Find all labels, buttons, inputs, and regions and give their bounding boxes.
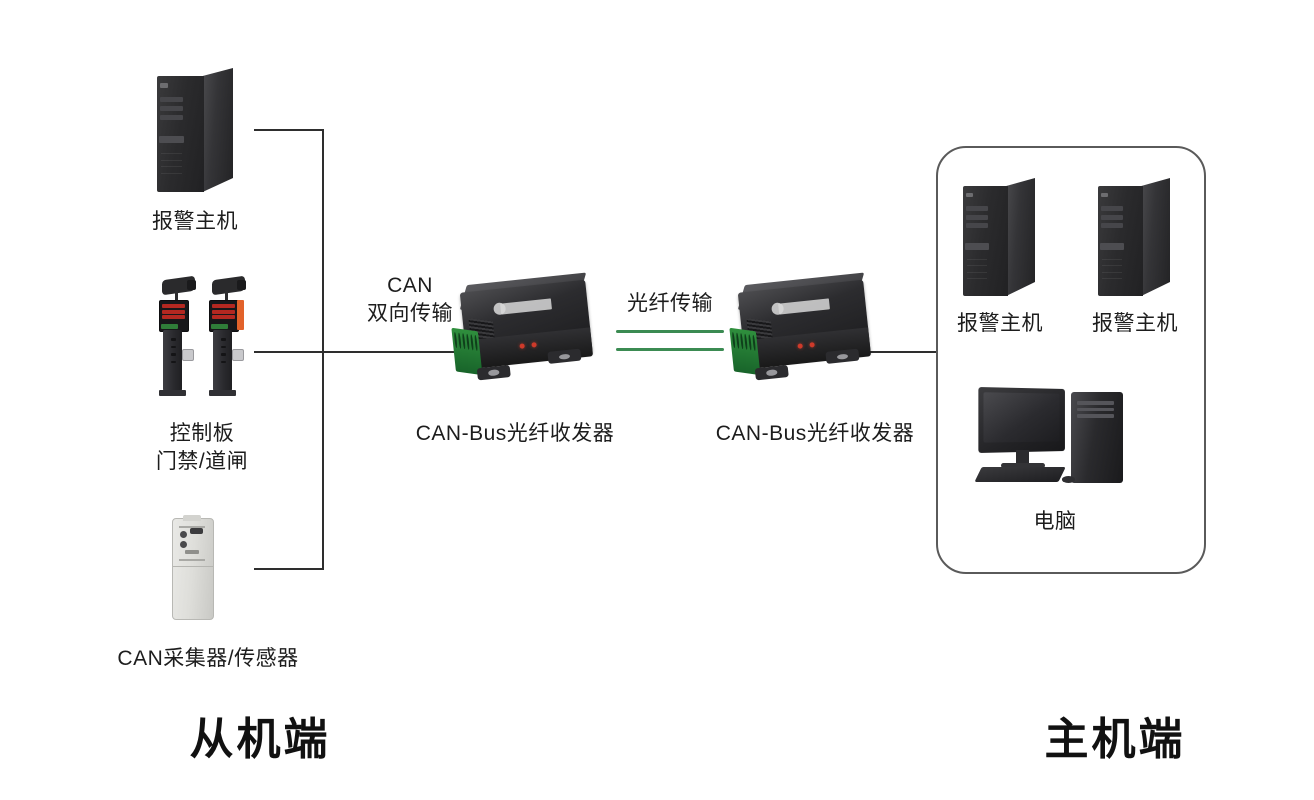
host-side-group-box: [936, 146, 1206, 574]
can-sensor-icon: [172, 515, 214, 620]
host-alarm-host-1-icon: [963, 178, 1035, 296]
bus-trunk-line: [322, 129, 324, 570]
gate-control-label: 控制板 门禁/道闸: [155, 422, 249, 473]
host-alarm-host-2-label: 报警主机: [1092, 312, 1178, 335]
transceiver-left-label: CAN-Bus光纤收发器: [415, 422, 615, 445]
transceiver-right-label: CAN-Bus光纤收发器: [715, 422, 915, 445]
host-link-line: [862, 351, 938, 353]
transceiver-right-icon: [725, 267, 886, 392]
slave-alarm-host-icon: [157, 68, 233, 192]
transceiver-left-icon: [447, 267, 608, 392]
host-computer-icon: [974, 386, 1123, 498]
can-link-line: [322, 351, 470, 353]
can-sensor-label: CAN采集器/传感器: [117, 647, 299, 670]
gate-terminal-left-icon: [155, 275, 199, 396]
fiber-line-lower: [616, 348, 724, 351]
gate-terminal-right-icon: [205, 275, 249, 396]
host-alarm-host-2-icon: [1098, 178, 1170, 296]
bus-stub-alarm-host: [254, 129, 324, 131]
fiber-link-label: 光纤传输: [627, 292, 713, 315]
host-alarm-host-1-label: 报警主机: [957, 312, 1043, 335]
host-side-section-label: 主机端: [1044, 715, 1186, 764]
bus-stub-gate-control: [254, 351, 324, 353]
slave-alarm-host-label: 报警主机: [152, 210, 238, 233]
bus-stub-can-sensor: [254, 568, 324, 570]
slave-side-section-label: 从机端: [189, 715, 331, 764]
host-computer-label: 电脑: [1033, 510, 1077, 533]
fiber-line-upper: [616, 330, 724, 333]
can-link-label: CAN 双向传输: [367, 274, 453, 325]
